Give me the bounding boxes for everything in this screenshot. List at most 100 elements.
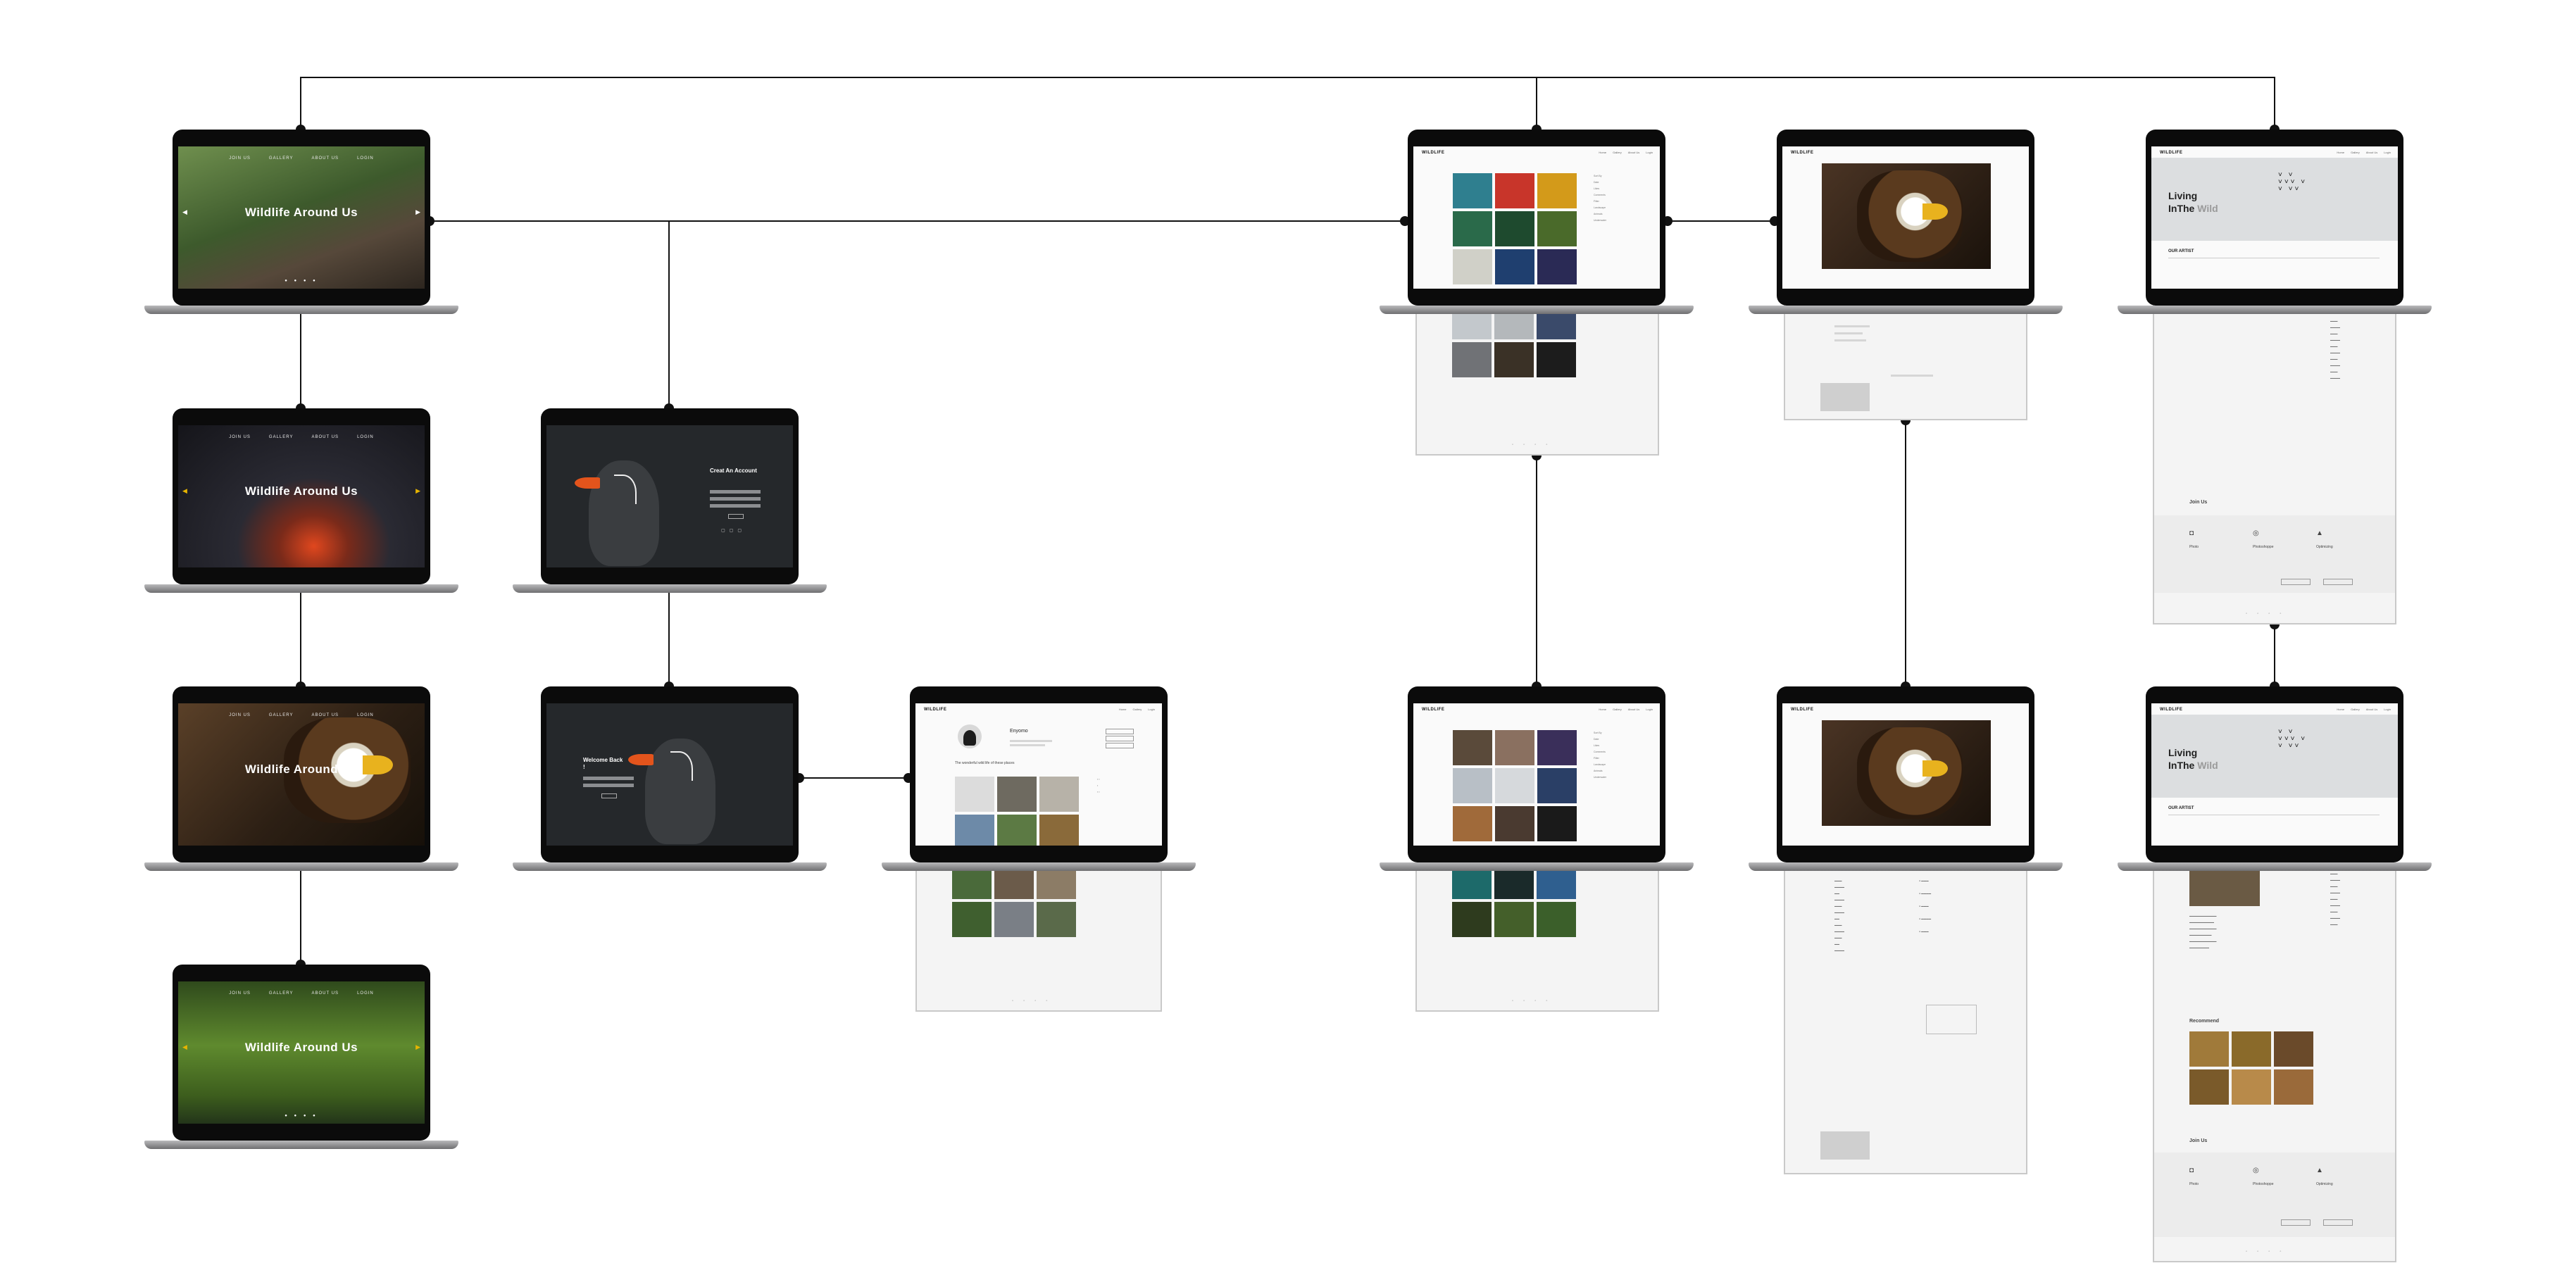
nav-gallery[interactable]: Gallery [1132,708,1142,711]
footer-social-icons[interactable]: ◦◦◦◦ [2246,612,2291,616]
nav-login[interactable]: LOGIN [357,435,374,439]
social-icons[interactable]: ▢▢▢ [721,529,746,533]
footer-social-icons[interactable]: ◦◦◦◦ [1012,999,1058,1003]
brand-logo[interactable]: WILDLIFE [924,708,947,712]
nav-about-us[interactable]: ABOUT US [311,435,339,439]
photo-detail-extension [1784,303,2027,420]
nav-gallery[interactable]: GALLERY [268,713,294,717]
signup-button[interactable] [2323,1219,2353,1226]
prev-arrow-icon[interactable]: ◀ [182,487,187,494]
artist-photo [2189,864,2260,906]
nav-home[interactable]: Home [1599,708,1607,711]
next-arrow-icon[interactable]: ▶ [415,208,420,215]
nav-about-us[interactable]: About Us [2365,708,2378,711]
prev-arrow-icon[interactable]: ◀ [182,208,187,215]
nav-gallery[interactable]: GALLERY [268,991,294,996]
next-arrow-icon[interactable]: ▶ [415,1043,420,1050]
nav-home[interactable]: Home [2337,708,2345,711]
brand-logo[interactable]: WILDLIFE [2160,151,2183,155]
profile-action-button[interactable] [1106,736,1134,741]
nav-about-us[interactable]: About Us [2365,151,2378,154]
nav-login[interactable]: Login [1646,151,1653,154]
footer-social-icons[interactable]: ◦◦◦◦ [2246,1250,2291,1254]
nav-gallery[interactable]: Gallery [2351,708,2360,711]
laptop-gallery-filtered[interactable]: WILDLIFE Home Gallery About Us Login Sort B… [1380,686,1694,871]
gallery-page-extension: ◦◦◦◦ [1415,303,1659,456]
slide-dots[interactable]: ● ● ● ● [285,1114,318,1118]
nav-join-us[interactable]: JOIN US [229,435,251,439]
nav-gallery[interactable]: Gallery [1613,151,1622,154]
brand-logo[interactable]: WILDLIFE [1791,151,1814,155]
nav-login[interactable]: Login [1646,708,1653,711]
laptop-create-account[interactable]: Creat An Account ▢▢▢ [513,408,827,593]
nav-home[interactable]: Home [1599,151,1607,154]
photo-viewer[interactable] [1822,720,1991,826]
nav-join-us[interactable]: JOIN US [229,156,251,161]
map-thumbnail[interactable] [1820,383,1870,411]
nav-about-us[interactable]: ABOUT US [311,713,339,717]
artist-list[interactable]: ▬▬▬▬▬▬▬▬▬▬▬▬▬▬▬▬▬▬▬▬▬▬▬▬▬▬▬▬▬▬▬▬▬▬▬ [2330,320,2340,379]
submit-button[interactable] [728,514,744,519]
nav-gallery[interactable]: GALLERY [268,156,294,161]
brand-logo[interactable]: WILDLIFE [1422,708,1445,712]
footer-social-icons[interactable]: ◦◦◦◦ [1512,443,1558,447]
password-field[interactable] [710,504,761,508]
signup-button[interactable] [2323,579,2353,585]
nav-gallery[interactable]: Gallery [2351,151,2360,154]
comment-input[interactable] [1926,1005,1977,1034]
brand-logo[interactable]: WILDLIFE [1422,151,1445,155]
nav-join-us[interactable]: JOIN US [229,713,251,717]
nav-login[interactable]: Login [2384,708,2391,711]
nav-about-us[interactable]: About Us [1627,708,1640,711]
nav-login[interactable]: LOGIN [357,713,374,717]
nav-about-us[interactable]: ABOUT US [311,156,339,161]
nav-login[interactable]: LOGIN [357,156,374,161]
nav-home[interactable]: Home [2337,151,2345,154]
brand-logo[interactable]: WILDLIFE [2160,708,2183,712]
nav-gallery[interactable]: GALLERY [268,435,294,439]
nav-join-us[interactable]: JOIN US [229,991,251,996]
next-arrow-icon[interactable]: ▶ [415,487,420,494]
nav-about-us[interactable]: About Us [1627,151,1640,154]
feature-photo: Photo [2189,1182,2199,1186]
laptop-gallery[interactable]: WILDLIFE Home Gallery About Us Login Sort B… [1380,130,1694,314]
join-button[interactable] [2281,579,2311,585]
slide-dots[interactable]: ● ● ● ● [285,279,318,283]
profile-subtitle: The wonderful wild life of these places [955,761,1015,765]
email-field[interactable] [583,777,634,780]
footer-social-icons[interactable]: ◦◦◦◦ [1512,999,1558,1003]
welcome-back-title: Welcome Back ! [583,757,623,770]
laptop-photo-comments[interactable]: WILDLIFE [1749,686,2063,871]
profile-sidebar[interactable]: ▪ ▪▪▪ ▪ [1097,778,1100,793]
laptop-photo-detail[interactable]: WILDLIFE [1749,130,2063,314]
nav-about-us[interactable]: ABOUT US [311,991,339,996]
photo-viewer[interactable] [1822,163,1991,269]
profile-action-button[interactable] [1106,743,1134,748]
profile-action-button[interactable] [1106,729,1134,734]
laptop-welcome-back[interactable]: Welcome Back ! [513,686,827,871]
prev-arrow-icon[interactable]: ◀ [182,1043,187,1050]
map-thumbnail[interactable] [1820,1131,1870,1160]
nav-login[interactable]: Login [1148,708,1155,711]
email-field[interactable] [710,497,761,501]
about-page-extension: ▬▬▬▬▬▬▬▬▬▬▬▬▬▬▬▬▬▬▬▬▬▬▬▬▬▬▬▬▬▬▬▬▬▬▬ Join… [2153,303,2396,624]
login-button[interactable] [601,793,617,798]
name-field[interactable] [710,490,761,494]
nav-login[interactable]: Login [2384,151,2391,154]
nav-home[interactable]: Home [1118,708,1127,711]
nav-gallery[interactable]: Gallery [1613,708,1622,711]
password-field[interactable] [583,784,634,787]
join-button[interactable] [2281,1219,2311,1226]
brand-logo[interactable]: WILDLIFE [1791,708,1814,712]
nav-login[interactable]: LOGIN [357,991,374,996]
artist-list[interactable]: ▬▬▬▬▬▬▬▬▬▬▬▬▬▬▬▬▬▬▬▬▬▬▬▬▬▬▬▬▬▬▬ [2330,872,2340,926]
